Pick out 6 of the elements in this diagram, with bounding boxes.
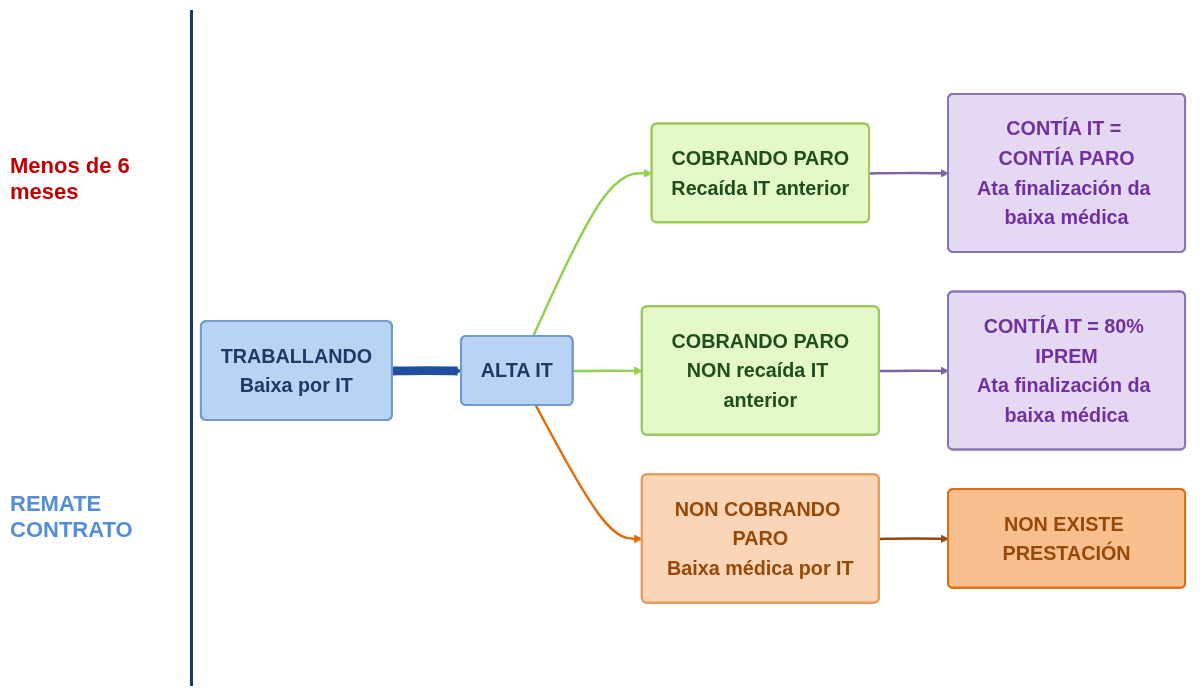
arrow xyxy=(879,366,949,375)
arrow xyxy=(869,168,949,178)
arrow xyxy=(879,534,949,543)
arrow xyxy=(392,365,462,376)
note-text: REMATE CONTRATO xyxy=(10,491,134,543)
note-text: Menos de 6 meses xyxy=(10,153,131,205)
